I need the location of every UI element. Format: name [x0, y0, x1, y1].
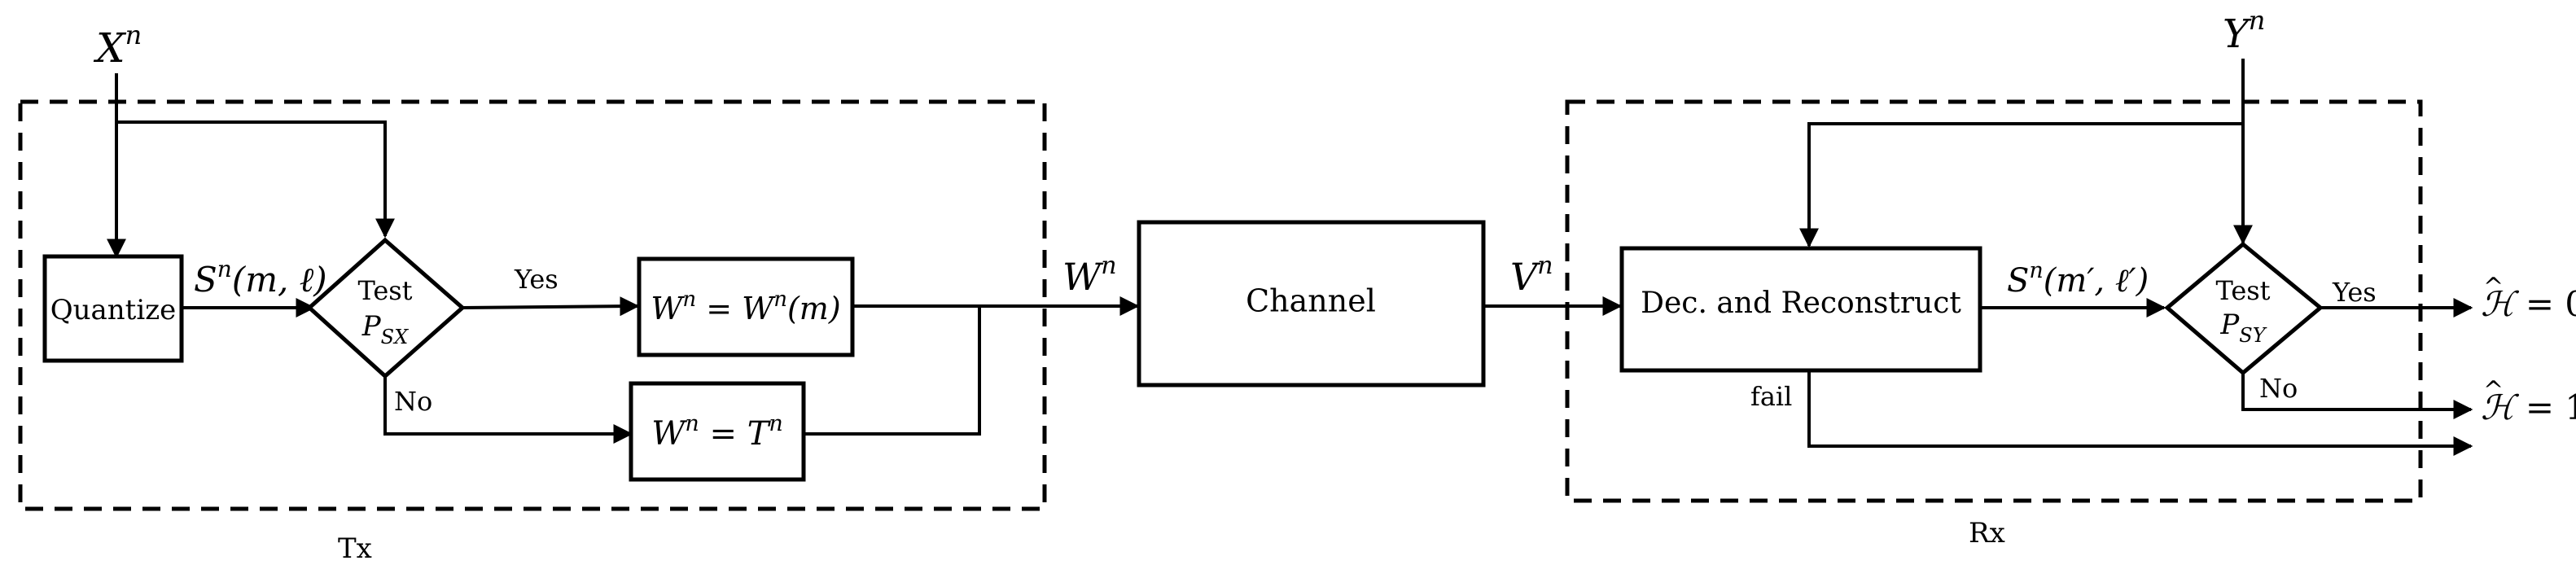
decoder-label: Dec. and Reconstruct: [1641, 287, 1961, 320]
rx-no-arrow: [2241, 373, 2473, 419]
test-output-label: Wn = Tn: [651, 411, 783, 453]
h0-output-label: ^ℋ = 0: [2481, 273, 2576, 324]
test-psy-title: Test: [2215, 275, 2270, 306]
fail-label: fail: [1750, 381, 1792, 412]
test-psx-diamond: [306, 237, 466, 379]
x-input-label: Xn: [93, 20, 142, 72]
test-psx-title: Test: [357, 275, 412, 306]
quantize-block: [42, 254, 184, 363]
channel-block: [1137, 220, 1486, 388]
tx-frame-label: Tx: [338, 532, 372, 565]
decoder-block: [1619, 246, 1982, 373]
fail-arrow: [1807, 370, 2473, 456]
v-label: Vn: [1510, 252, 1553, 299]
message-output-label: Wn = Wn(m): [651, 287, 840, 326]
y-to-decoder-arrow: [1799, 122, 2243, 248]
test-output-block: [629, 381, 806, 482]
tx-yes-label: Yes: [514, 264, 559, 295]
tx-frame: [18, 99, 1047, 511]
quantize-label: Quantize: [50, 294, 177, 326]
test-psx-symbol: PSX: [361, 310, 409, 348]
rx-frame-label: Rx: [1969, 517, 2005, 550]
s-tx-label: Sn(m, ℓ): [194, 256, 327, 300]
rx-frame: [1565, 99, 2423, 503]
h1-output-label: ^ℋ = 1: [2481, 376, 2576, 427]
s-rx-label: Sn(m′, ℓ′): [2007, 258, 2149, 300]
test-psy-symbol: PSY: [2219, 309, 2267, 347]
x-to-test-arrow: [116, 120, 395, 239]
tx-yes-arrow: [462, 296, 640, 317]
test-psy-diamond: [2164, 241, 2324, 376]
rx-no-label: No: [2259, 373, 2298, 404]
w-label: Wn: [1062, 252, 1117, 299]
channel-label: Channel: [1246, 283, 1376, 319]
tx-no-arrow: [383, 376, 633, 444]
tx-no-label: No: [394, 386, 432, 417]
y-input-label: Yn: [2223, 5, 2265, 57]
rx-yes-label: Yes: [2332, 277, 2377, 308]
test-output-merge-line: [804, 306, 981, 436]
